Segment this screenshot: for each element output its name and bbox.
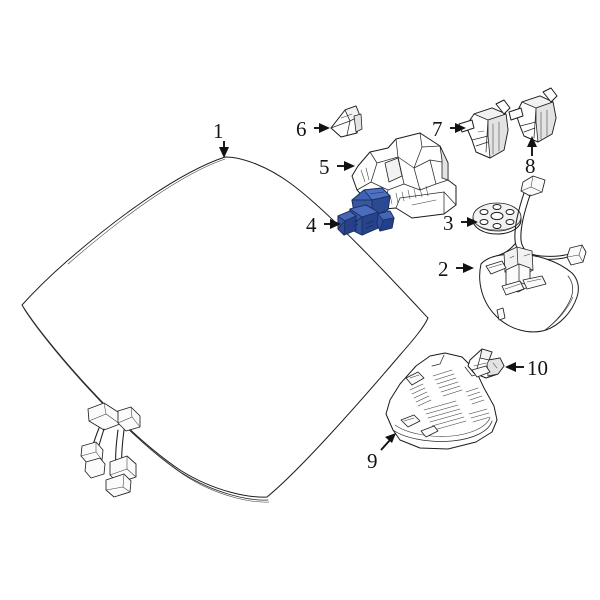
callout-6[interactable]: 6 xyxy=(296,117,330,141)
part-mirror-cover-panel[interactable] xyxy=(385,352,498,450)
callout-2-number: 2 xyxy=(438,257,449,281)
callout-4-number: 4 xyxy=(306,213,317,237)
callout-10[interactable]: 10 xyxy=(505,356,548,380)
callout-3[interactable]: 3 xyxy=(443,211,478,235)
callout-2[interactable]: 2 xyxy=(438,257,474,281)
part-retainer-clip-left[interactable] xyxy=(458,99,511,159)
part-rain-light-sensor[interactable] xyxy=(337,187,395,236)
callout-7[interactable]: 7 xyxy=(432,117,466,141)
callout-3-number: 3 xyxy=(443,211,454,235)
callout-9[interactable]: 9 xyxy=(367,433,396,473)
callout-8-number: 8 xyxy=(525,154,536,178)
callout-8[interactable]: 8 xyxy=(525,136,537,178)
part-gel-pad-disc[interactable] xyxy=(472,202,522,235)
callout-5[interactable]: 5 xyxy=(319,155,355,179)
part-retainer-clip-right[interactable] xyxy=(508,87,558,143)
callout-7-number: 7 xyxy=(432,117,443,141)
callout-6-number: 6 xyxy=(296,117,307,141)
part-wedge-clip[interactable] xyxy=(330,105,363,138)
callout-1-number: 1 xyxy=(213,119,224,143)
callout-10-number: 10 xyxy=(527,356,548,380)
callout-9-number: 9 xyxy=(367,449,378,473)
callout-1[interactable]: 1 xyxy=(213,119,229,158)
callout-5-number: 5 xyxy=(319,155,330,179)
part-wiring-harness-lower[interactable] xyxy=(80,402,141,498)
part-sensor-cover[interactable] xyxy=(479,246,579,333)
part-cover-clip[interactable] xyxy=(467,348,505,379)
callout-4[interactable]: 4 xyxy=(306,213,341,237)
